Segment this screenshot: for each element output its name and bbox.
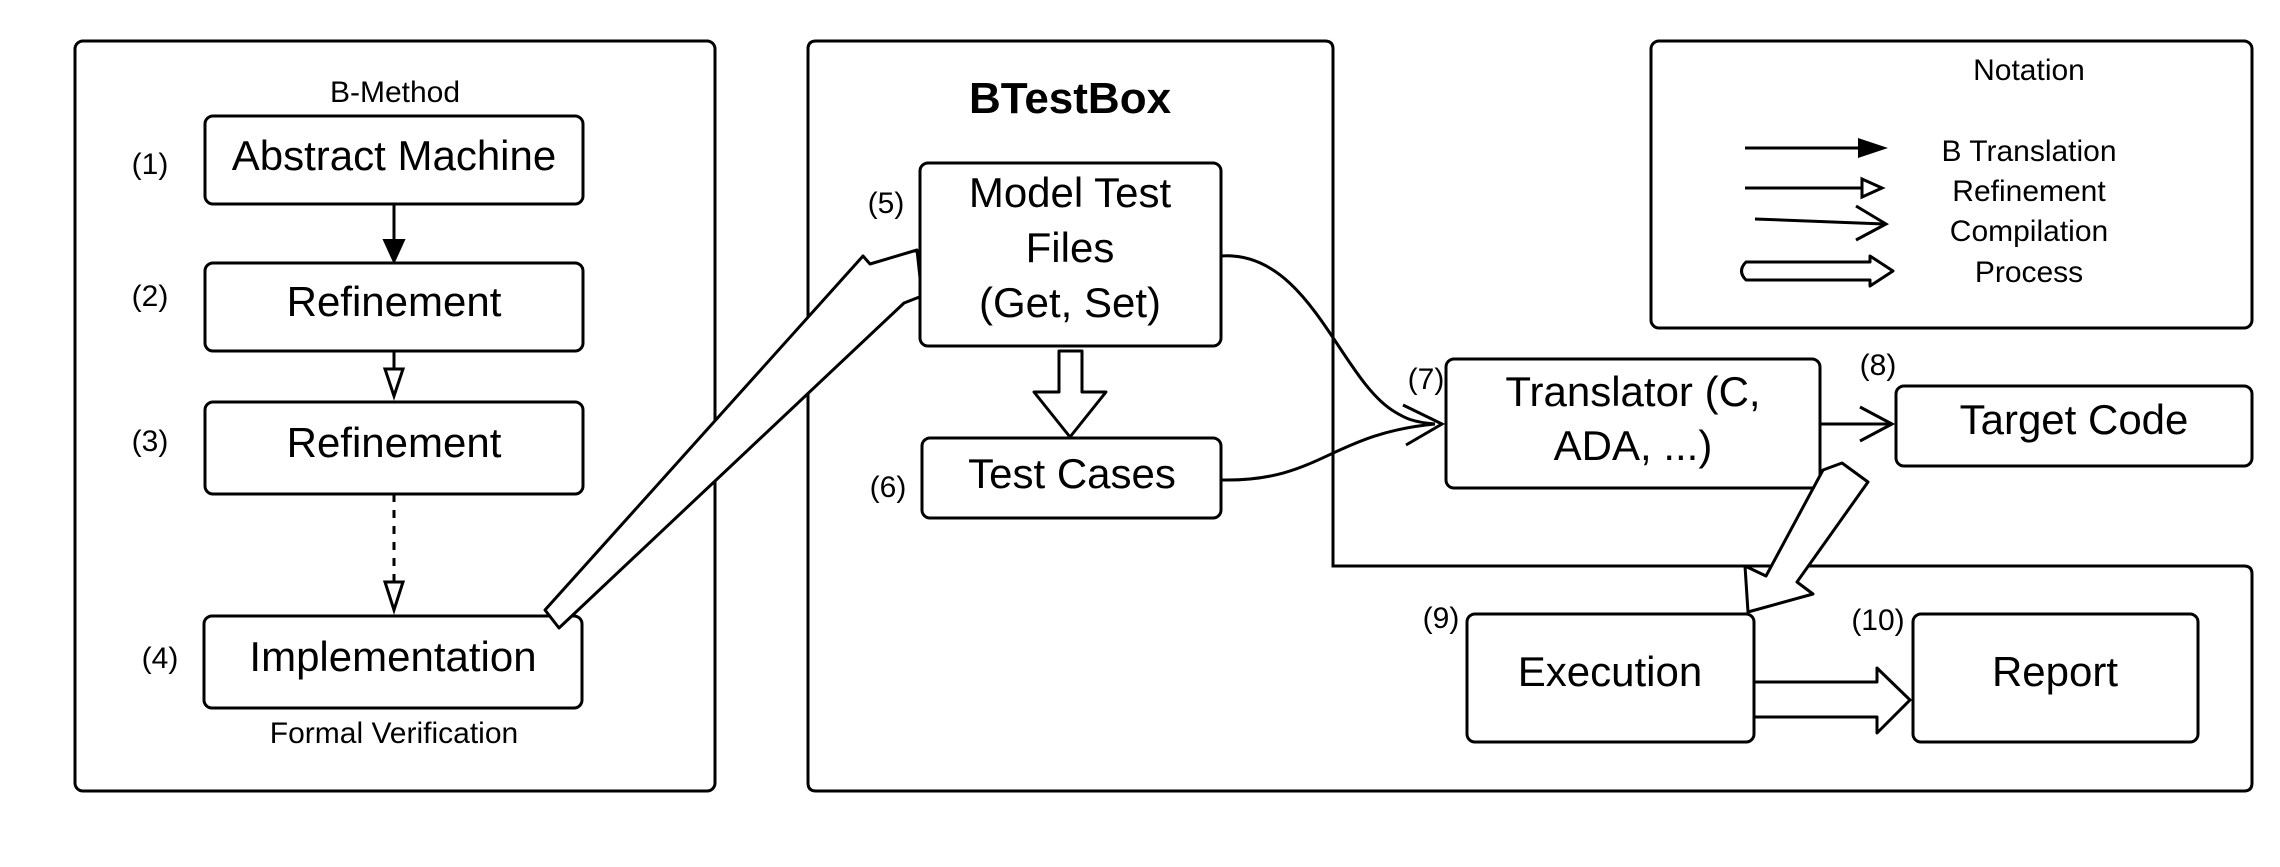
notation-process-arrow-icon xyxy=(1740,254,1895,288)
process-arrow-translator-to-execution xyxy=(1743,461,1870,614)
implementation-box xyxy=(202,614,584,710)
notation-b-translation-arrow-icon xyxy=(1745,138,1888,158)
step-8-number: (8) xyxy=(1860,349,1897,382)
btestbox-frame xyxy=(806,39,2254,793)
execution-box xyxy=(1465,612,1756,744)
compilation-arrowhead-translator xyxy=(1402,403,1446,447)
step-3-number: (3) xyxy=(132,425,169,458)
step-4-number: (4) xyxy=(142,642,179,675)
test-cases-box xyxy=(920,436,1223,520)
process-arrow-implementation-to-model xyxy=(543,248,924,630)
refinement-arrow-2-3 xyxy=(382,351,406,401)
report-box xyxy=(1911,612,2200,744)
compilation-curve-model-to-translator xyxy=(1220,254,1436,426)
execution-label: Execution xyxy=(1518,648,1702,695)
step-10-number: (10) xyxy=(1851,604,1904,637)
target-code-box xyxy=(1894,384,2254,468)
step-6-number: (6) xyxy=(870,471,907,504)
report-label: Report xyxy=(1992,648,2118,695)
step-9-number: (9) xyxy=(1423,602,1460,635)
compilation-arrowhead-target xyxy=(1859,405,1896,443)
notation-refinement-label: Refinement xyxy=(1952,175,2106,208)
process-arrow-execution-to-report xyxy=(1752,666,1912,735)
notation-refinement-arrow-icon xyxy=(1745,176,1886,200)
process-arrow-model-to-testcases xyxy=(1032,349,1108,439)
translation-arrow-1-2 xyxy=(382,204,406,265)
btestbox-title: BTestBox xyxy=(969,74,1172,123)
notation-process-label: Process xyxy=(1975,256,2083,289)
compilation-curve-testcases-to-translator xyxy=(1220,422,1436,482)
notation-title: Notation xyxy=(1973,54,2085,87)
bmethod-frame xyxy=(73,39,717,793)
notation-compilation-label: Compilation xyxy=(1950,215,2108,248)
notation-compilation-arrow-icon xyxy=(1754,204,1890,242)
translator-line1: Translator (C, xyxy=(1505,368,1760,415)
translator-line2: ADA, ...) xyxy=(1554,422,1713,469)
bmethod-footer: Formal Verification xyxy=(270,717,518,750)
step-1-number: (1) xyxy=(132,148,169,181)
refinement-2-label: Refinement xyxy=(287,419,502,466)
step-5-number: (5) xyxy=(868,187,905,220)
implementation-label: Implementation xyxy=(249,633,536,680)
model-test-files-line1: Model Test xyxy=(969,169,1172,216)
test-cases-label: Test Cases xyxy=(968,450,1176,497)
notation-b-translation-label: B Translation xyxy=(1941,135,2116,168)
abstract-machine-label: Abstract Machine xyxy=(232,132,556,179)
model-test-files-line2: Files xyxy=(1026,224,1115,271)
target-code-label: Target Code xyxy=(1960,396,2189,443)
notation-frame xyxy=(1649,39,2254,330)
refinement-arrow-3-4 xyxy=(382,494,406,615)
refinement-1-label: Refinement xyxy=(287,278,502,325)
model-test-files-line3: (Get, Set) xyxy=(979,279,1161,326)
step-7-number: (7) xyxy=(1408,363,1445,396)
step-2-number: (2) xyxy=(132,280,169,313)
bmethod-header: B-Method xyxy=(330,76,460,109)
